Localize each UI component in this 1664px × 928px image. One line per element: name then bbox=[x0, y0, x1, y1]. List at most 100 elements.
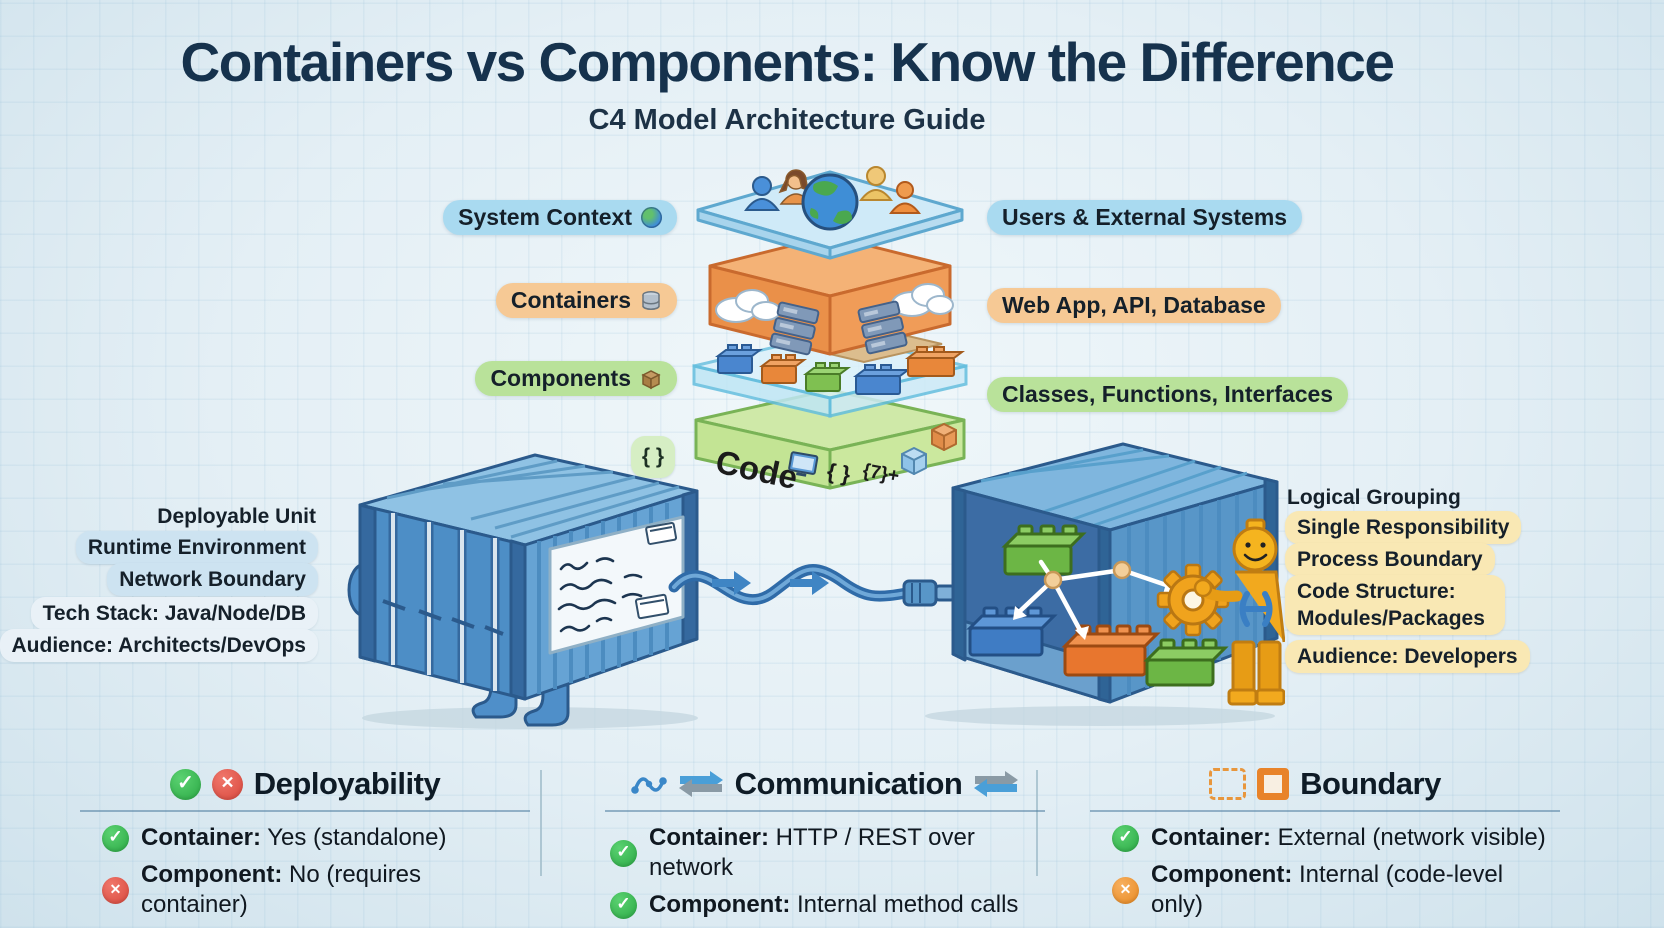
label-components: Components bbox=[475, 361, 677, 396]
system-context-text: System Context bbox=[458, 204, 632, 230]
node-dot bbox=[1043, 570, 1063, 590]
c4-stack-illustration: Code { } {7}+ bbox=[692, 166, 968, 496]
header-rule bbox=[605, 810, 1045, 812]
database-icon bbox=[642, 290, 660, 310]
x-circle-orange-icon bbox=[1112, 876, 1139, 904]
row-desc: No (requires container) bbox=[141, 861, 422, 918]
comparison-row: Component: No (requires container) bbox=[102, 860, 530, 920]
check-circle-icon bbox=[102, 824, 129, 852]
plug-icon bbox=[902, 579, 956, 607]
node-dot-2 bbox=[1112, 560, 1132, 580]
swap-arrows-icon bbox=[974, 771, 1019, 797]
x-circle-red-icon bbox=[102, 876, 129, 904]
dashed-square-icon bbox=[1209, 768, 1247, 800]
column-header: Deployability bbox=[80, 766, 530, 802]
person-icon-blue bbox=[744, 176, 780, 211]
code-scribbles bbox=[557, 557, 643, 633]
x-circle-red-icon bbox=[211, 768, 243, 800]
container-shadow bbox=[925, 706, 1275, 726]
minifigure bbox=[1193, 518, 1285, 706]
lego-brick-green bbox=[1001, 524, 1087, 576]
open-container-illustration bbox=[925, 442, 1285, 726]
container-door-rods bbox=[382, 513, 504, 691]
label-process-boundary: Process Boundary bbox=[1285, 543, 1495, 576]
comparison-row: Container: HTTP / REST over network bbox=[610, 823, 1045, 883]
lego-brick-orange-2 bbox=[905, 346, 965, 377]
column-divider bbox=[540, 770, 542, 876]
braces-glyph: { } bbox=[825, 458, 853, 487]
shipping-container-illustration bbox=[347, 453, 699, 729]
classes-functions-text: Classes, Functions, Interfaces bbox=[1002, 381, 1334, 407]
column-header: Boundary bbox=[1090, 766, 1560, 802]
row-desc: External (network visible) bbox=[1277, 824, 1546, 851]
code-cube-orange bbox=[931, 423, 957, 451]
check-circle-icon bbox=[610, 891, 637, 919]
lego-brick-orange bbox=[759, 354, 807, 384]
check-circle-icon bbox=[1112, 824, 1139, 852]
swap-arrows-icon bbox=[678, 771, 723, 797]
column-boundary: Boundary Container: External (network vi… bbox=[1090, 766, 1560, 920]
lego-brick-blue bbox=[966, 606, 1058, 657]
header-rule bbox=[1090, 810, 1560, 812]
label-users-external: Users & External Systems bbox=[987, 200, 1303, 235]
row-term: Container: bbox=[649, 824, 769, 851]
column-title: Deployability bbox=[253, 766, 441, 801]
label-classes-functions: Classes, Functions, Interfaces bbox=[987, 377, 1349, 412]
row-term: Component: bbox=[649, 891, 791, 918]
label-network-boundary: Network Boundary bbox=[107, 563, 318, 596]
computer-icon bbox=[788, 451, 819, 477]
label-webapp-api-db: Web App, API, Database bbox=[987, 288, 1281, 323]
lego-brick-green-2 bbox=[1143, 638, 1229, 687]
webapp-api-db-text: Web App, API, Database bbox=[1002, 292, 1266, 318]
containers-text: Containers bbox=[510, 287, 631, 313]
comparison-row: Component: Internal (code-level only) bbox=[1112, 860, 1560, 920]
code-cube-blue bbox=[901, 447, 927, 475]
label-logical-grouping: Logical Grouping bbox=[1287, 486, 1461, 509]
package-icon bbox=[641, 369, 661, 389]
cloud-icon bbox=[715, 289, 781, 323]
page-subtitle: C4 Model Architecture Guide bbox=[588, 104, 986, 136]
braces-badge: { } bbox=[631, 436, 675, 478]
column-title: Communication bbox=[734, 766, 963, 801]
column-communication: Communication Container: HTTP / REST ove… bbox=[605, 766, 1045, 920]
row-desc: Yes (standalone) bbox=[267, 824, 447, 851]
connection-cable bbox=[668, 564, 956, 607]
globe-illustration bbox=[801, 173, 859, 231]
solid-square-icon bbox=[1257, 768, 1290, 800]
label-audience-developers: Audience: Developers bbox=[1285, 640, 1530, 673]
column-divider-2 bbox=[1036, 770, 1038, 876]
users-external-text: Users & External Systems bbox=[1002, 204, 1288, 230]
globe-icon bbox=[641, 207, 662, 228]
label-containers: Containers bbox=[495, 283, 677, 318]
row-term: Container: bbox=[141, 824, 261, 851]
lego-brick-blue-2 bbox=[853, 364, 911, 395]
column-deployability: Deployability Container: Yes (standalone… bbox=[80, 766, 530, 920]
server-icon-2 bbox=[857, 300, 908, 355]
person-icon-yellow bbox=[858, 166, 894, 201]
system-context-layer bbox=[696, 170, 964, 260]
code-panel bbox=[548, 515, 685, 655]
flow-arrow-icon-2 bbox=[790, 571, 829, 595]
activity-icon bbox=[630, 777, 667, 794]
comparison-row: Component: Internal method calls bbox=[610, 890, 1045, 920]
label-audience-architects: Audience: Architects/DevOps bbox=[0, 629, 318, 662]
row-term: Component: bbox=[141, 861, 283, 888]
lego-brick-orange bbox=[1061, 624, 1161, 677]
header-rule bbox=[80, 810, 530, 812]
check-circle-icon bbox=[169, 768, 201, 800]
server-icon bbox=[769, 301, 820, 356]
page-title: Containers vs Components: Know the Diffe… bbox=[180, 31, 1395, 93]
row-term: Component: bbox=[1151, 861, 1293, 888]
row-desc: Internal method calls bbox=[796, 891, 1019, 918]
column-header: Communication bbox=[605, 766, 1045, 802]
comparison-row: Container: Yes (standalone) bbox=[102, 823, 530, 853]
check-circle-icon bbox=[610, 839, 637, 867]
label-single-responsibility: Single Responsibility bbox=[1285, 511, 1522, 544]
lego-brick-blue bbox=[715, 344, 763, 374]
person-icon-orange bbox=[889, 181, 921, 214]
row-term: Container: bbox=[1151, 824, 1271, 851]
comparison-row: Container: External (network visible) bbox=[1112, 823, 1560, 853]
column-title: Boundary bbox=[1300, 766, 1441, 801]
row-desc: Internal (code-level only) bbox=[1151, 861, 1504, 918]
